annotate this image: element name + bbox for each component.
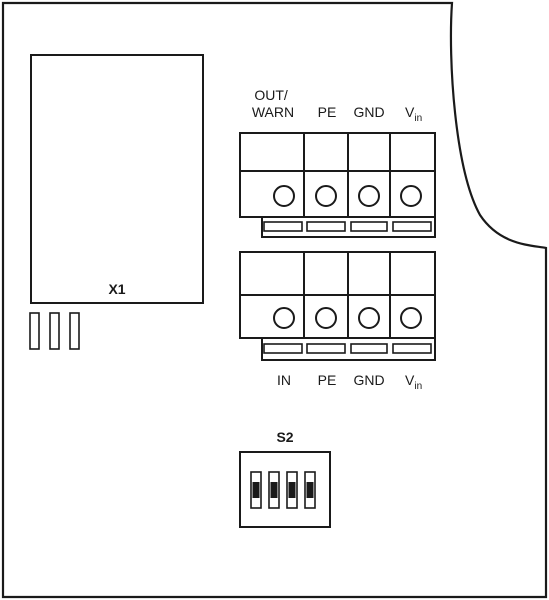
- label-out-warn: OUT/ WARN: [252, 87, 294, 120]
- dip-switch-label: S2: [276, 429, 293, 445]
- connector-x1: X1: [30, 54, 204, 304]
- terminal-screw: [358, 185, 380, 207]
- terminal-screw: [273, 307, 295, 329]
- dip-switch-toggle[interactable]: [270, 482, 278, 498]
- led-indicators: [29, 312, 80, 350]
- dip-switch-toggle[interactable]: [306, 482, 314, 498]
- label-pe-bottom: PE: [318, 372, 337, 388]
- terminal-slot: [350, 221, 388, 232]
- terminal-slot: [263, 221, 303, 232]
- terminal-slot: [392, 343, 432, 354]
- terminal-slot: [392, 221, 432, 232]
- label-pe-top: PE: [318, 104, 337, 120]
- terminal-screw: [400, 307, 422, 329]
- dip-switch-toggle[interactable]: [252, 482, 260, 498]
- dip-switch-toggle[interactable]: [288, 482, 296, 498]
- terminal-screw: [315, 307, 337, 329]
- label-in: IN: [277, 372, 291, 388]
- dip-switch-s2: S2: [239, 429, 331, 528]
- bottom-terminal-block: [239, 251, 436, 361]
- label-gnd-bottom: GND: [353, 372, 384, 388]
- led-indicator: [29, 312, 40, 350]
- terminal-slot: [350, 343, 388, 354]
- connector-x1-label: X1: [108, 281, 125, 297]
- terminal-screw: [358, 307, 380, 329]
- label-gnd-top: GND: [353, 104, 384, 120]
- bottom-terminal-labels: IN PE GND Vin: [277, 372, 422, 392]
- terminal-screw: [400, 185, 422, 207]
- label-vin-bottom: Vin: [405, 372, 422, 392]
- terminal-slot: [263, 343, 303, 354]
- led-indicator: [49, 312, 60, 350]
- top-terminal-labels: OUT/ WARN PE GND Vin: [252, 87, 422, 124]
- led-indicator: [69, 312, 80, 350]
- terminal-slot: [306, 343, 346, 354]
- terminal-screw: [315, 185, 337, 207]
- label-vin-top: Vin: [405, 104, 422, 124]
- top-terminal-block: [239, 132, 436, 238]
- terminal-slot: [306, 221, 346, 232]
- terminal-screw: [273, 185, 295, 207]
